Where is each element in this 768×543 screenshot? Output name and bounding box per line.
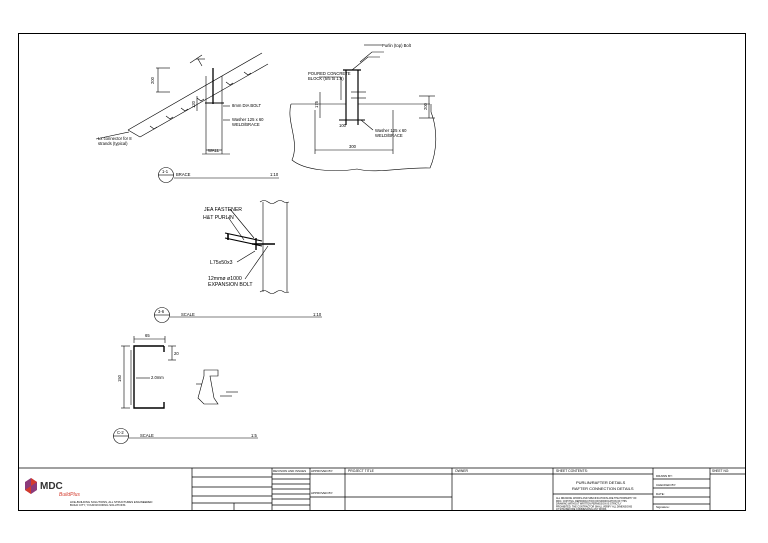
- sheet-contents-label: SHEET CONTENTS:: [556, 469, 588, 473]
- dim-side: 120: [191, 100, 196, 108]
- detail4-scale: 1:5: [251, 433, 257, 438]
- detail3-scale: 1:10: [313, 312, 322, 317]
- dim-wall: WALL: [208, 148, 220, 153]
- title-block: [18, 467, 746, 511]
- detail1-scale: 1:10: [270, 172, 279, 177]
- sheet-no-label: SHEET NO:: [712, 469, 729, 473]
- detail-rafter-wall: [95, 52, 279, 183]
- label-purlin: H&T PURLIN: [203, 215, 234, 221]
- dim-rafter: 200: [150, 76, 155, 84]
- company-note: LIFE-BUILDING SOLUTIONS, ALL STRUCTURES …: [70, 500, 152, 507]
- detail3-title: SCALE: [181, 312, 195, 317]
- drawn-by: DRAWN BY:: [656, 474, 673, 478]
- dim-width: 300: [349, 144, 357, 149]
- revision-header: REVISION AND ISSUES: [273, 469, 306, 473]
- detail-c-section: [113, 336, 258, 444]
- dim-c-height: 150: [117, 374, 122, 382]
- label-fastener: JEA FASTENER: [204, 207, 242, 213]
- project-title-label: PROJECT TITLE: [348, 469, 375, 473]
- detail-purlin-concrete: [289, 44, 437, 172]
- mdc-logo: MDC BuildPlus: [25, 478, 80, 498]
- signature-label: Signature:: [656, 505, 670, 509]
- sheet-note: ALL DRAWING WORKS AND SPECIFICATIONS ARE…: [556, 497, 637, 511]
- label-bolt: 8mm DIA BOLT: [232, 103, 261, 108]
- drawing-border: [18, 33, 746, 511]
- sheet-title-2: RAFTER CONNECTION DETAILS: [572, 486, 634, 491]
- dim-c-thickness: 2.0mm: [151, 375, 164, 380]
- logo-subtext: BuildPlus: [59, 492, 80, 498]
- owner-label: OWNER: [455, 469, 469, 473]
- dim-left: 175: [314, 100, 319, 108]
- detail1-title: BRACE: [176, 172, 191, 177]
- detail-purlin-wall-bolt: [154, 200, 322, 323]
- label-angle: L75x50x3: [210, 260, 233, 266]
- dim-c-top: 65: [145, 333, 150, 338]
- detail3-number: 3-6: [158, 309, 165, 314]
- detail4-title: SCALE: [140, 433, 154, 438]
- dim-bolt: 100: [339, 123, 347, 128]
- sheet-title-1: PURLIN/RAFTER DETAILS: [576, 480, 626, 485]
- label-purlin-bolt: Purlin (top) Bolt: [382, 43, 412, 48]
- checked-by: CHECKED BY:: [656, 483, 676, 487]
- detail1-number: 1-1: [162, 169, 169, 174]
- date-label: DATE:: [656, 492, 665, 496]
- detail4-number: C-2: [117, 430, 124, 435]
- dim-depth: 200: [423, 102, 428, 110]
- approved-by: APPROVED BY:: [311, 469, 333, 473]
- approved-by-2: APPROVED BY:: [311, 491, 333, 495]
- dim-c-lip: 20: [174, 351, 179, 356]
- logo-text: MDC: [40, 481, 63, 492]
